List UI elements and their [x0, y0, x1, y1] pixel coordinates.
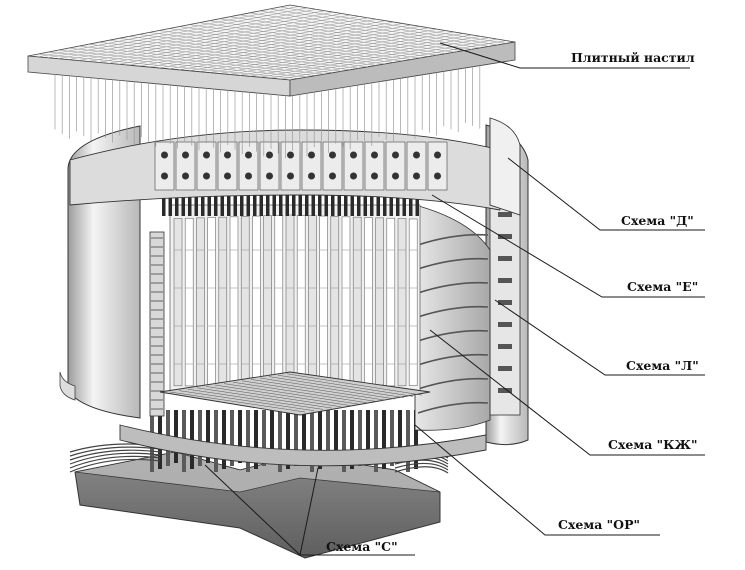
top-block — [238, 141, 259, 191]
bottom-pipe — [310, 410, 314, 472]
bottom-pipe — [262, 410, 266, 466]
bottom-pipe — [222, 410, 226, 469]
bottom-pipe — [238, 410, 242, 463]
bottom-pipe — [342, 410, 346, 472]
right-column — [489, 179, 521, 416]
fuel-channel — [274, 215, 284, 388]
fuel-channel — [196, 217, 205, 387]
fuel-channel — [252, 215, 261, 387]
bottom-pipe — [174, 410, 178, 463]
leader-scheme-or — [414, 424, 660, 536]
bottom-pipe — [198, 410, 202, 466]
top-block — [259, 141, 280, 191]
label-scheme-kzh: Схема "КЖ" — [608, 437, 697, 452]
top-block — [301, 141, 322, 191]
leader-lines — [204, 42, 705, 556]
fuel-channel — [386, 217, 396, 387]
leader-scheme-l — [494, 299, 705, 376]
outer-ladder — [149, 231, 165, 417]
top-block — [343, 141, 364, 191]
top-block — [427, 141, 448, 191]
bottom-pipe — [398, 410, 402, 463]
fuel-channel — [408, 218, 418, 386]
leader-scheme-kzh — [429, 329, 705, 456]
label-scheme-e: Схема "Е" — [627, 279, 698, 294]
inner-wall — [414, 204, 491, 431]
bottom-pipe — [286, 410, 290, 469]
fuel-channels — [162, 190, 421, 394]
bottom-pipe — [326, 410, 330, 466]
label-scheme-d: Схема "Д" — [621, 213, 694, 228]
inner-wall-ribs — [417, 233, 489, 414]
fuel-channel — [352, 216, 362, 387]
leader-scheme-s — [204, 464, 415, 556]
top-block-row — [69, 117, 521, 216]
fuel-channel — [364, 217, 373, 387]
bottom-pipe — [374, 410, 378, 472]
top-block — [196, 141, 217, 191]
fuel-channel — [341, 216, 351, 387]
fuel-channel — [240, 216, 250, 387]
leader-scheme-e — [431, 194, 705, 298]
label-scheme-or: Схема "ОР" — [558, 517, 640, 532]
top-block — [280, 141, 301, 191]
top-blocks — [154, 141, 448, 191]
top-block — [175, 141, 196, 191]
fuel-channel — [263, 215, 272, 388]
bottom-pipe — [254, 410, 258, 469]
fuel-channel — [296, 215, 306, 388]
fuel-channel — [330, 216, 340, 387]
bottom-pipe — [246, 410, 250, 472]
bottom-pipe — [406, 410, 410, 472]
bottom-pipe — [334, 410, 338, 463]
fuel-channel — [184, 217, 194, 387]
fuel-channel — [375, 217, 384, 387]
fuel-channel — [319, 215, 328, 387]
top-block — [322, 141, 343, 191]
fuel-channel — [308, 215, 317, 388]
top-block — [364, 141, 385, 191]
fuel-channel — [173, 218, 183, 387]
ladder-rungs — [151, 237, 163, 410]
bottom-pipe — [318, 410, 322, 469]
label-plate-deck: Плитный настил — [571, 50, 695, 65]
bottom-pipe — [214, 410, 218, 472]
top-block — [154, 141, 175, 191]
label-scheme-s: Схема "С" — [326, 539, 398, 554]
upper-tubes — [162, 190, 419, 216]
leader-plate-deck — [439, 42, 690, 69]
top-block — [385, 141, 406, 191]
bottom-pipe — [366, 410, 370, 463]
fuel-channel — [207, 217, 216, 387]
bottom-pipe — [230, 410, 234, 466]
bottom-pipe — [270, 410, 274, 463]
bottom-pipe — [414, 410, 418, 469]
bottom-pipe — [302, 410, 306, 463]
top-right-nozzle — [489, 117, 521, 216]
bottom-pipe — [278, 410, 282, 472]
bottom-pipe — [350, 410, 354, 469]
label-scheme-l: Схема "Л" — [626, 358, 699, 373]
fuel-channel — [218, 216, 228, 387]
bottom-pipe — [358, 410, 362, 466]
top-block — [406, 141, 427, 191]
bottom-pipe — [206, 410, 210, 463]
fuel-channel — [397, 218, 407, 387]
bottom-pipe — [294, 410, 298, 466]
plate-deck — [27, 4, 516, 159]
bottom-pipe — [382, 410, 386, 469]
leader-scheme-d — [507, 157, 705, 231]
fuel-channel — [285, 214, 295, 388]
lower-grate — [159, 371, 431, 416]
fuel-channel — [229, 216, 239, 387]
bottom-pipe — [390, 410, 394, 466]
